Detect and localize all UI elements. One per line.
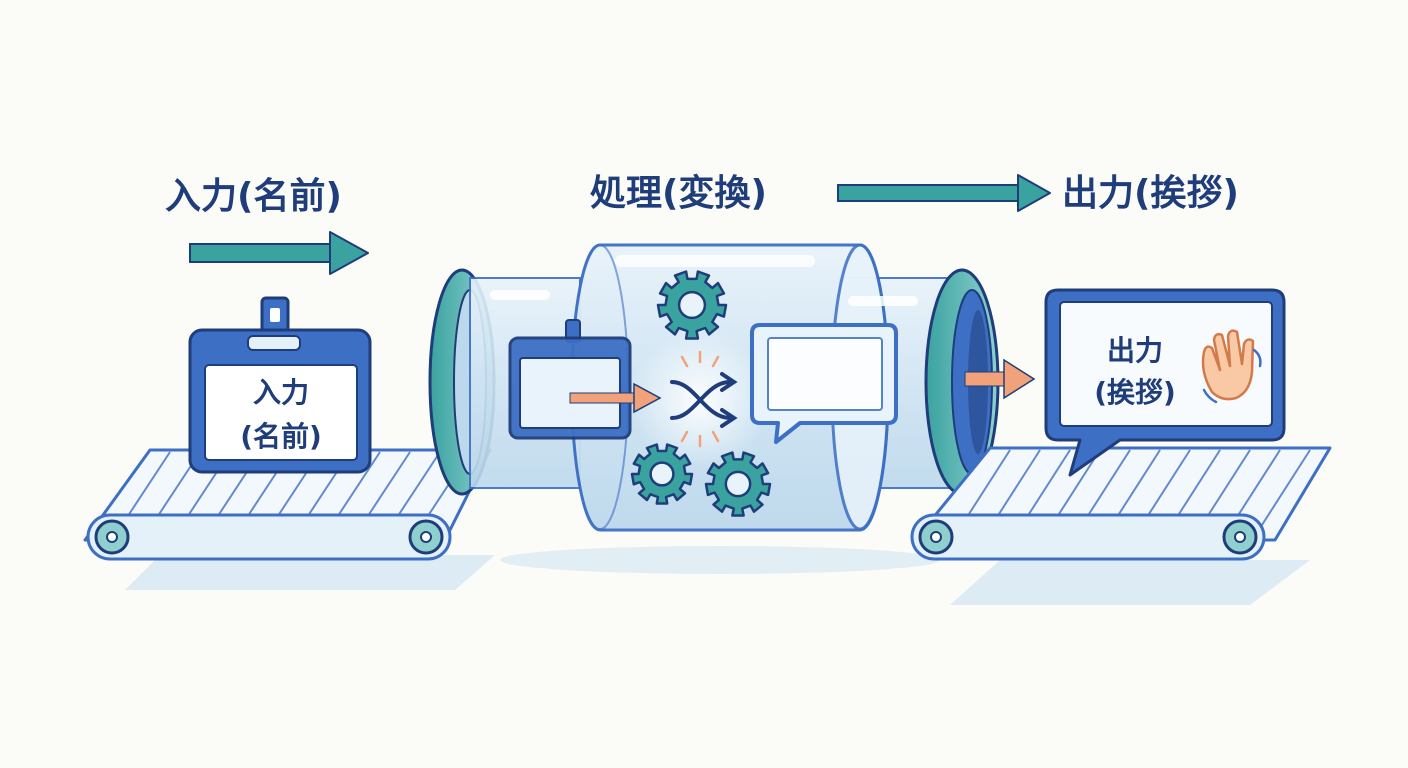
inner-speech-bubble-icon bbox=[750, 323, 898, 444]
gear-icon bbox=[656, 270, 728, 340]
process-arrow-icon bbox=[837, 174, 1051, 212]
output-heading: 出力(挨拶) bbox=[1062, 173, 1239, 214]
inner-id-badge-icon bbox=[508, 319, 632, 440]
output-bubble-line1: 出力 bbox=[1107, 334, 1163, 367]
output-bubble-line2: (挨拶) bbox=[1094, 376, 1176, 409]
shuffle-icon bbox=[670, 372, 738, 428]
spark-lines-icon bbox=[680, 350, 720, 448]
process-heading: 処理(変換) bbox=[590, 172, 767, 214]
output-arrow-icon bbox=[964, 358, 1036, 400]
waving-hand-icon bbox=[1201, 329, 1262, 404]
gear-icon bbox=[704, 451, 772, 517]
input-conveyor-belt-icon bbox=[83, 448, 495, 590]
transform-arrow-icon bbox=[569, 382, 662, 414]
input-badge-line1: 入力 bbox=[253, 376, 309, 409]
gear-icon bbox=[630, 443, 694, 505]
input-id-badge-icon bbox=[188, 296, 372, 474]
output-conveyor-belt-icon bbox=[910, 446, 1332, 605]
input-badge-line2: (名前) bbox=[240, 420, 322, 453]
input-heading: 入力(名前) bbox=[165, 176, 342, 217]
input-arrow-icon bbox=[189, 231, 369, 275]
